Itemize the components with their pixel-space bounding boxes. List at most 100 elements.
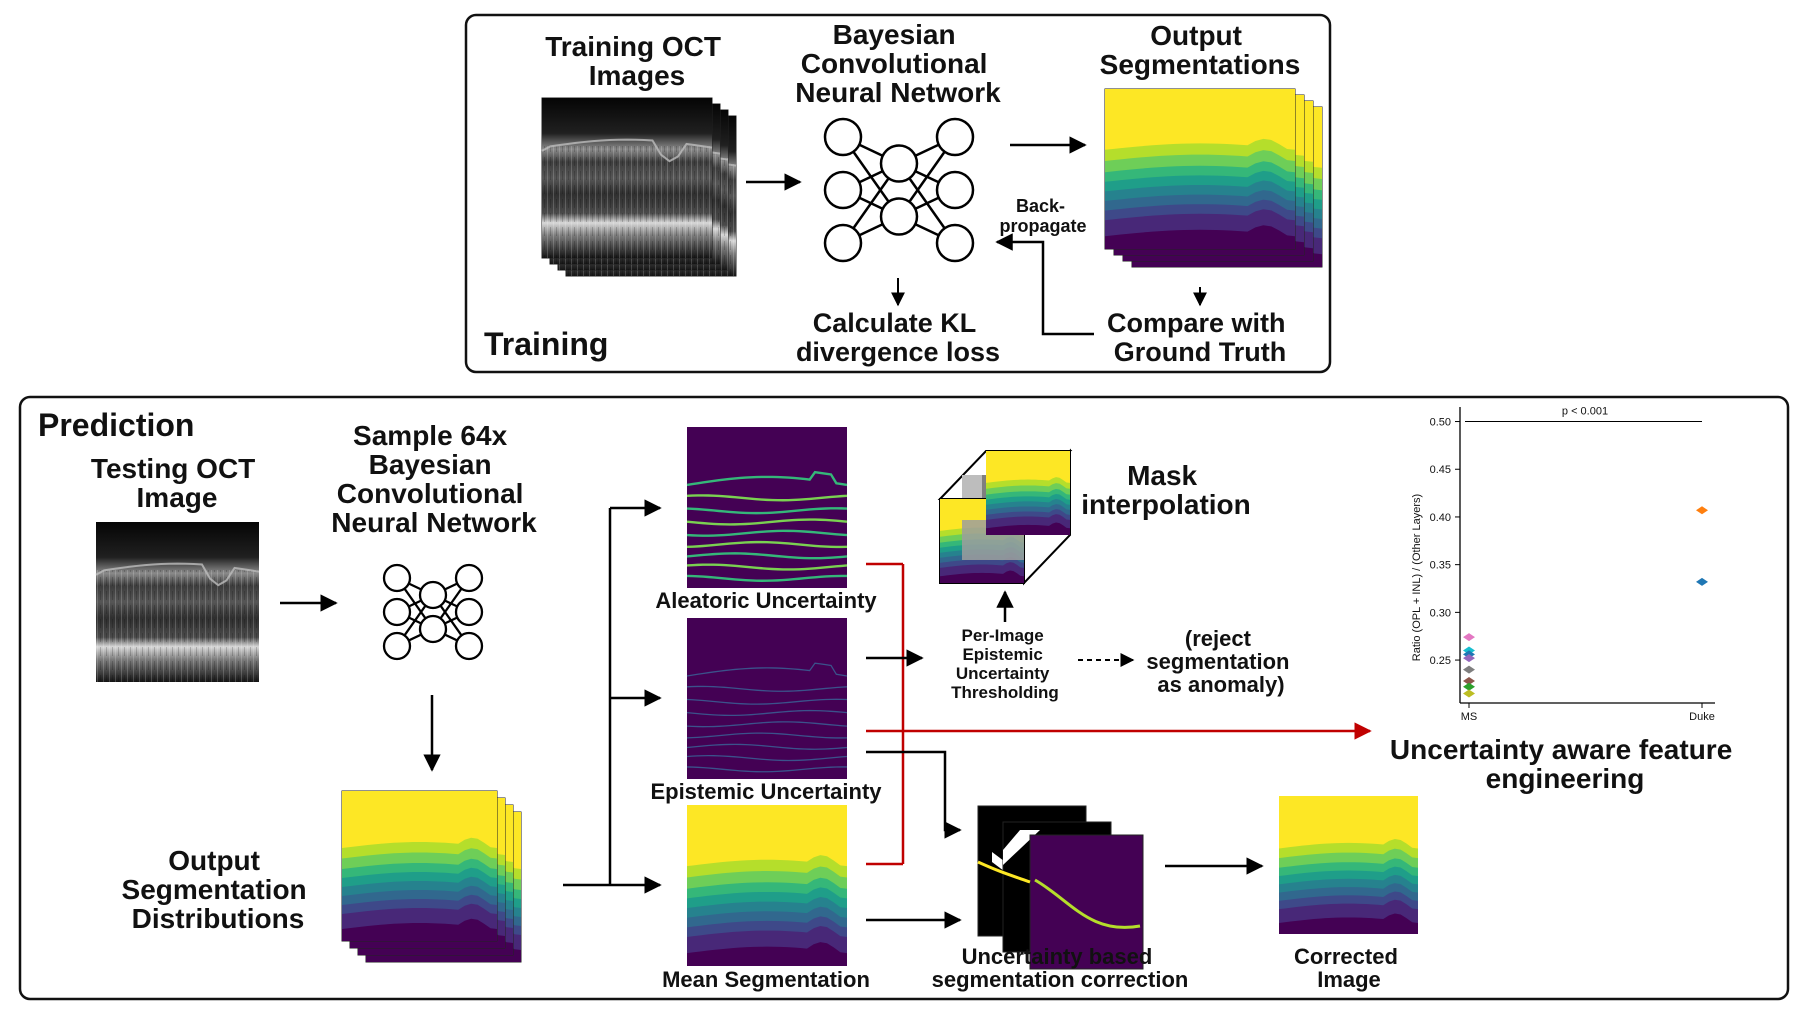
neuron <box>823 170 863 210</box>
testing-oct-image <box>95 522 260 682</box>
oct <box>95 522 260 682</box>
uncertainty-line <box>686 563 848 571</box>
scatter-point <box>1463 677 1475 686</box>
nn <box>823 117 975 263</box>
uncertainty-line <box>686 766 848 773</box>
neuron <box>879 144 919 183</box>
aleatoric-uncertainty-map <box>686 427 848 588</box>
epistemic <box>686 618 848 779</box>
uncertainty-line <box>686 574 848 582</box>
correction-line <box>1034 878 1141 929</box>
aleatoric-label: Aleatoric Uncertainty <box>655 588 877 613</box>
uncertainty-line <box>686 721 848 728</box>
branch-arrows <box>563 499 662 894</box>
stack-layer <box>541 98 713 258</box>
y-tick-label: 0.35 <box>1430 560 1451 572</box>
scatter-point <box>1463 665 1475 674</box>
training-panel: Training Training OCT Images Bayesian Co… <box>464 13 1332 374</box>
y-tick-label: 0.50 <box>1430 417 1451 429</box>
neuron <box>935 170 975 210</box>
neuron <box>454 631 484 661</box>
y-axis-label: Ratio (OPL + INL) / (Other Layers) <box>1411 494 1423 661</box>
mask-label: Mask interpolation <box>1081 460 1251 520</box>
backprop-arrow <box>995 233 1094 336</box>
neuron <box>382 597 412 627</box>
uncertainty-line <box>686 552 848 560</box>
neuron <box>879 197 919 236</box>
oct-stack <box>541 97 737 277</box>
kl-loss-label: Calculate KL divergence loss <box>796 308 1000 367</box>
y-tick-label: 0.45 <box>1430 464 1451 476</box>
neuron <box>382 631 412 661</box>
uncertainty-line <box>686 743 848 750</box>
scatter-point <box>1696 577 1708 586</box>
mean-label: Mean Segmentation <box>662 967 870 992</box>
uncertainty-line <box>686 470 848 487</box>
epistemic-uncertainty-map <box>686 618 848 779</box>
correction-map <box>1029 834 1144 970</box>
stack-layer <box>1105 89 1295 249</box>
x-tick-label: Duke <box>1689 711 1715 723</box>
neuron <box>454 563 484 593</box>
training-neural-network-icon <box>823 117 975 263</box>
neuron <box>382 563 412 593</box>
scatter-point <box>1463 689 1475 698</box>
testing-oct-title: Testing OCT Image <box>91 453 263 513</box>
y-tick-label: 0.40 <box>1430 512 1451 524</box>
training-oct-image-stack <box>541 97 737 277</box>
neuron <box>935 223 975 263</box>
correction-stack <box>977 805 1144 970</box>
scatter-point <box>1463 682 1475 691</box>
uncertainty-line <box>686 709 848 717</box>
prediction-neural-network-icon <box>382 563 484 661</box>
prediction-panel: Prediction Testing OCT Image Sample 64x … <box>18 395 1790 1001</box>
training-output-title: Output Segmentations <box>1100 20 1301 80</box>
training-segmentation-stack <box>1104 88 1323 268</box>
mean-segmentation-map <box>687 805 847 966</box>
y-tick-label: 0.30 <box>1430 607 1451 619</box>
y-tick-label: 0.25 <box>1430 655 1451 667</box>
distribution-title: Output Segmentation Distributions <box>122 845 315 934</box>
stack-layer <box>342 791 497 941</box>
feature-engineering-label: Uncertainty aware feature engineering <box>1390 734 1740 794</box>
uncertainty-line <box>686 529 848 537</box>
uncertainty-line <box>686 507 848 515</box>
corrected-image <box>1279 796 1418 934</box>
uncertainty-line <box>686 494 848 502</box>
aleatoric <box>686 427 848 588</box>
neuron <box>935 117 975 157</box>
neuron <box>823 223 863 263</box>
neuron <box>454 597 484 627</box>
neuron <box>823 117 863 157</box>
compare-ground-truth-label: Compare with Ground Truth <box>1107 308 1293 367</box>
training-section-label: Training <box>484 326 608 362</box>
reject-label: (reject segmentation as anomaly) <box>1146 626 1295 697</box>
scatter-point <box>1696 506 1708 515</box>
uncertainty-line <box>686 732 848 739</box>
uncertainty-line <box>686 755 848 762</box>
mask-interpolation-cube <box>937 448 1073 586</box>
correction-label: Uncertainty based segmentation correctio… <box>932 944 1189 992</box>
corrected-label: Corrected Image <box>1294 944 1404 992</box>
dist <box>341 790 522 963</box>
training-input-title: Training OCT Images <box>545 31 729 91</box>
scatter-point <box>1463 633 1475 642</box>
seg-stack <box>1104 88 1323 268</box>
epistemic-label: Epistemic Uncertainty <box>650 779 882 804</box>
uncertainty-line <box>686 662 848 677</box>
neuron <box>418 580 448 610</box>
mask-back <box>986 451 1070 535</box>
training-network-title: Bayesian Convolutional Neural Network <box>795 19 1001 108</box>
p-value-annotation: p < 0.001 <box>1562 406 1608 418</box>
neuron <box>418 614 448 644</box>
threshold-label: Per-Image Epistemic Uncertainty Threshol… <box>951 626 1059 702</box>
x-tick-label: MS <box>1461 711 1478 723</box>
sample-network-title: Sample 64x Bayesian Convolutional Neural… <box>331 420 537 538</box>
uncertainty-line <box>686 540 848 549</box>
feature-arrows <box>866 562 1372 866</box>
distribution-stack <box>341 790 522 963</box>
uncertainty-line <box>686 518 848 526</box>
mean <box>687 805 847 966</box>
